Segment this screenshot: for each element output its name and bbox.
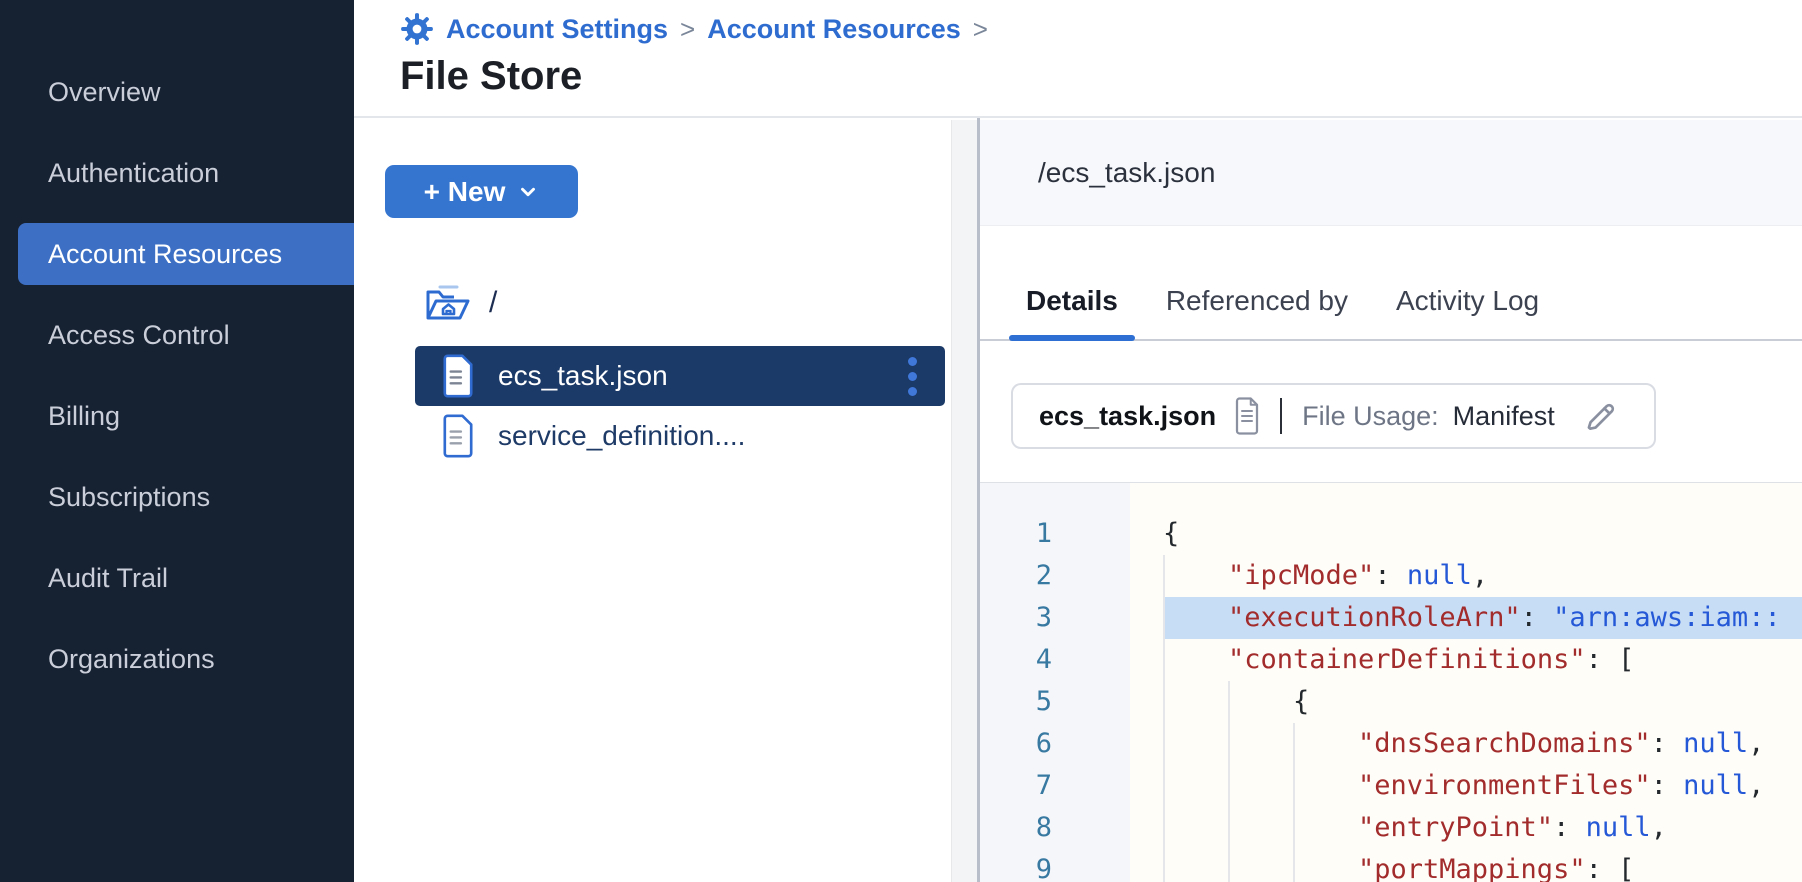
file-icon [440, 354, 476, 398]
line-number: 9 [1035, 854, 1052, 882]
file-row-ecs-task[interactable]: ecs_task.json [415, 346, 945, 406]
code-content: "ipcMode": null, [1163, 555, 1802, 597]
file-panel-scrollbar[interactable] [951, 120, 977, 882]
code-content: "portMappings": [ [1163, 849, 1802, 882]
file-store-panel: + New / [354, 120, 977, 882]
new-button-label: + New [423, 175, 506, 207]
tab-referenced-by[interactable]: Referenced by [1165, 284, 1348, 316]
file-actions-kebab-icon[interactable] [902, 351, 923, 402]
file-path-label: /ecs_task.json [1038, 156, 1216, 188]
code-viewer[interactable]: 1{2"ipcMode": null,3"executionRoleArn": … [980, 483, 1802, 882]
line-number-gutter [980, 483, 1130, 882]
code-line: 6 "dnsSearchDomains": null, [980, 723, 1802, 765]
line-number: 8 [1035, 812, 1052, 843]
edit-pencil-icon[interactable] [1581, 397, 1619, 435]
chevron-down-icon [521, 187, 536, 196]
code-content: "entryPoint": null, [1163, 807, 1802, 849]
page-title: File Store [400, 54, 583, 98]
file-usage-value: Manifest [1452, 400, 1555, 431]
line-number: 7 [1035, 770, 1052, 801]
divider [980, 482, 1802, 483]
file-detail-panel: /ecs_task.json Details Referenced by Act… [980, 118, 1802, 882]
code-content: { [1163, 518, 1180, 549]
line-number: 4 [1035, 644, 1052, 675]
line-number: 1 [1035, 518, 1052, 549]
sidebar-item-subscriptions[interactable]: Subscriptions [48, 481, 211, 512]
code-line: 9 "portMappings": [ [980, 849, 1802, 882]
code-lines: 1{2"ipcMode": null,3"executionRoleArn": … [980, 483, 1802, 882]
divider [1280, 398, 1283, 434]
file-icon [440, 414, 476, 458]
page-header: Account Settings > Account Resources > F… [354, 0, 1802, 118]
code-line: 4 "containerDefinitions": [ [980, 639, 1802, 681]
sidebar-item-overview[interactable]: Overview [48, 76, 161, 107]
breadcrumb-link-account-settings[interactable]: Account Settings [446, 13, 669, 44]
sidebar: Overview Authentication Account Resource… [0, 0, 354, 882]
sidebar-item-organizations[interactable]: Organizations [48, 643, 215, 674]
code-line: 3 "executionRoleArn": "arn:aws:iam:: [980, 597, 1802, 639]
gear-icon[interactable] [400, 12, 434, 46]
file-usage-box: ecs_task.json File Usage: Manifest [1011, 383, 1656, 449]
breadcrumb-separator: > [680, 13, 696, 44]
sidebar-item-account-resources[interactable]: Account Resources [18, 223, 354, 285]
code-content: "dnsSearchDomains": null, [1163, 723, 1802, 765]
home-folder-icon [423, 282, 471, 324]
code-content: "environmentFiles": null, [1163, 765, 1802, 807]
code-line: 2 "ipcMode": null, [980, 555, 1802, 597]
breadcrumb-link-account-resources[interactable]: Account Resources [707, 13, 961, 44]
breadcrumb: Account Settings > Account Resources > [400, 10, 1802, 48]
sidebar-item-billing[interactable]: Billing [48, 400, 121, 431]
document-icon[interactable] [1232, 397, 1262, 435]
code-content: "containerDefinitions": [ [1163, 639, 1802, 681]
sidebar-item-audit-trail[interactable]: Audit Trail [48, 562, 169, 593]
file-name: service_definition.... [498, 420, 746, 451]
code-line: 1{ [980, 513, 1802, 555]
tab-activity-log[interactable]: Activity Log [1395, 284, 1540, 316]
root-folder-row[interactable]: / [423, 278, 977, 328]
file-name: ecs_task.json [498, 360, 668, 391]
breadcrumb-separator: > [972, 13, 988, 44]
sidebar-item-authentication[interactable]: Authentication [48, 157, 220, 188]
line-number: 3 [1035, 602, 1052, 633]
code-content: { [1163, 681, 1802, 723]
file-path-header: /ecs_task.json [980, 120, 1802, 226]
file-usage-label: File Usage: [1302, 400, 1439, 431]
line-number: 6 [1035, 728, 1052, 759]
panel-divider [977, 118, 980, 882]
file-row-service-definition[interactable]: service_definition.... [415, 406, 945, 466]
line-number: 5 [1035, 686, 1052, 717]
code-line: 5{ [980, 681, 1802, 723]
code-line: 8 "entryPoint": null, [980, 807, 1802, 849]
usage-file-name: ecs_task.json [1039, 400, 1217, 431]
folder-path-label: / [489, 286, 498, 319]
sidebar-item-access-control[interactable]: Access Control [48, 319, 230, 350]
tab-details[interactable]: Details [1009, 226, 1135, 341]
code-line: 7 "environmentFiles": null, [980, 765, 1802, 807]
new-button[interactable]: + New [385, 165, 578, 218]
highlighted-code-content: "executionRoleArn": "arn:aws:iam:: [1163, 597, 1802, 639]
detail-tabs: Details Referenced by Activity Log [980, 226, 1802, 341]
line-number: 2 [1035, 560, 1052, 591]
